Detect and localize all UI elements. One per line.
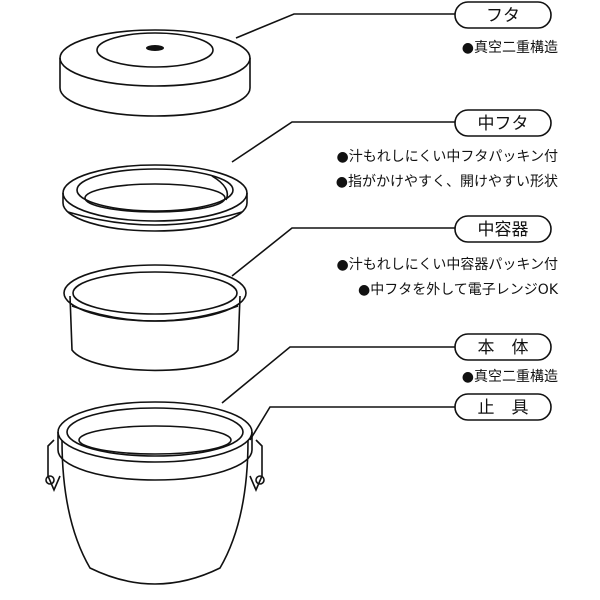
inner-lid-note-1: ●汁もれしにくい中フタパッキン付 [336, 149, 558, 165]
right-clasp-icon [249, 439, 265, 493]
leader-lines [221, 13, 455, 441]
label-main-body-text: 本 体 [478, 338, 529, 358]
inner-container-note-1: ●汁もれしにくい中容器パッキン付 [336, 256, 558, 273]
inner-lid-note-2: ●指がかけやすく、開けやすい形状 [336, 174, 558, 190]
inner-lid-illustration [62, 164, 248, 232]
main-body-illustration [45, 401, 265, 585]
label-main-body: 本 体 [454, 333, 552, 361]
label-lid-text: フタ [486, 6, 520, 26]
lid-vent-icon [146, 45, 164, 51]
label-lid: フタ [454, 1, 552, 29]
label-clasp: 止 具 [454, 393, 552, 421]
lid-note-1: ●真空二重構造 [462, 40, 558, 56]
label-inner-container: 中容器 [454, 215, 552, 243]
left-clasp-icon [45, 439, 61, 493]
label-inner-container-text: 中容器 [478, 220, 529, 240]
label-inner-lid: 中フタ [454, 109, 552, 137]
label-clasp-text: 止 具 [478, 398, 529, 418]
main-body-note-1: ●真空二重構造 [462, 369, 558, 385]
inner-container-illustration [63, 264, 247, 372]
lid-illustration [59, 29, 251, 117]
inner-container-note-2: ●中フタを外して電子レンジOK [358, 282, 559, 298]
label-inner-lid-text: 中フタ [478, 114, 529, 134]
